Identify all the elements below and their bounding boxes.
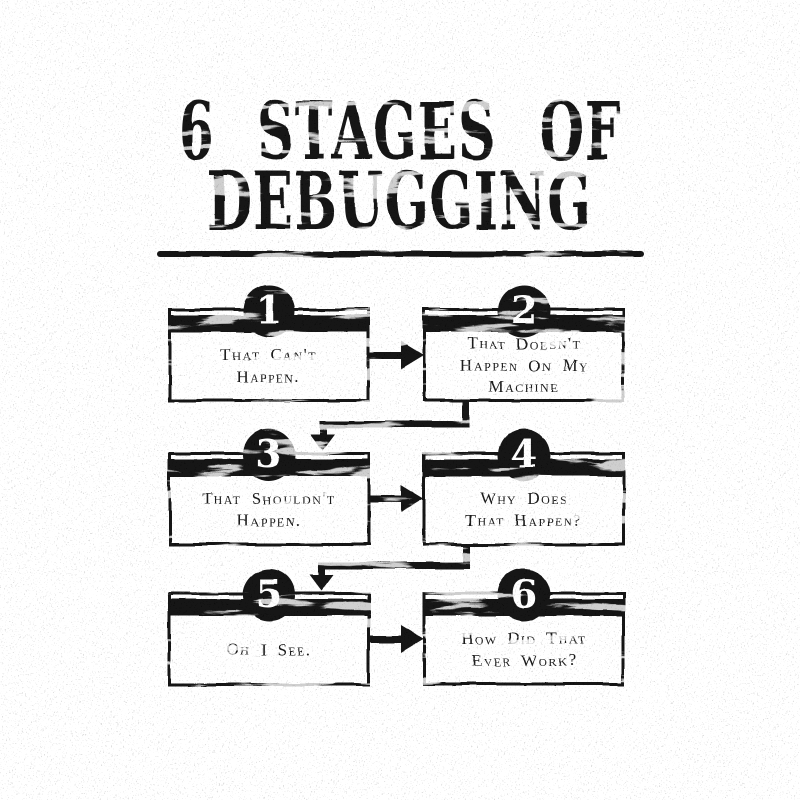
stage-4-body: Why Does That Happen? xyxy=(426,476,622,543)
stage-1-number-badge: 1 xyxy=(243,285,295,337)
stage-6-text: How Did That Ever Work? xyxy=(461,628,587,670)
arrow-right-icon xyxy=(401,484,424,512)
stage-3-text: That Shouldn't Happen. xyxy=(202,488,336,530)
connector-1-to-2 xyxy=(368,341,424,369)
stage-2-text: That Doesn't Happen On My Machine xyxy=(459,333,589,397)
stage-6-number-badge: 6 xyxy=(498,569,550,621)
arrow-right-icon xyxy=(401,625,424,653)
stage-5-text: Oh I See. xyxy=(226,639,312,659)
connector-5-to-6 xyxy=(368,625,424,653)
arrow-down-icon xyxy=(310,434,334,450)
stage-5-number-badge: 5 xyxy=(243,569,295,621)
stage-box-1: 1 That Can't Happen. xyxy=(168,285,370,402)
connector-4-to-5 xyxy=(310,543,470,591)
stage-box-2: 2 That Doesn't Happen On My Machine xyxy=(423,285,625,402)
stage-5-number: 5 xyxy=(255,571,283,616)
stage-3-body: That Shouldn't Happen. xyxy=(171,476,367,543)
elbow-horizontal-segment xyxy=(319,421,470,428)
stage-3-number-badge: 3 xyxy=(243,429,295,481)
stage-4-number-badge: 4 xyxy=(498,429,550,481)
stage-3-number: 3 xyxy=(255,431,283,476)
stage-1-text: That Can't Happen. xyxy=(220,344,318,386)
stage-box-4: 4 Why Does That Happen? xyxy=(423,429,625,546)
stage-1-number: 1 xyxy=(255,287,283,332)
title-divider-rule xyxy=(157,251,644,257)
title-line-2: DEBUGGING xyxy=(207,154,593,248)
stage-4-text: Why Does That Happen? xyxy=(465,488,583,530)
stage-5-body: Oh I See. xyxy=(171,616,367,683)
stage-2-number-badge: 2 xyxy=(498,285,550,337)
arrow-right-icon xyxy=(401,341,424,369)
connector-3-to-4 xyxy=(368,484,424,512)
stage-1-body: That Can't Happen. xyxy=(171,332,367,399)
elbow-horizontal-segment xyxy=(319,562,470,569)
stage-6-body: How Did That Ever Work? xyxy=(426,616,622,683)
poster-title: 6 STAGES OF DEBUGGING xyxy=(0,91,800,248)
connector-2-to-3 xyxy=(310,402,470,450)
stage-6-number: 6 xyxy=(510,571,538,616)
stage-box-3: 3 That Shouldn't Happen. xyxy=(168,429,370,546)
stage-box-5: 5 Oh I See. xyxy=(168,569,370,686)
stage-4-number: 4 xyxy=(510,431,538,476)
stage-2-body: That Doesn't Happen On My Machine xyxy=(426,332,622,399)
arrow-down-icon xyxy=(310,575,334,591)
stage-box-6: 6 How Did That Ever Work? xyxy=(423,569,625,686)
stage-2-number: 2 xyxy=(510,287,538,332)
